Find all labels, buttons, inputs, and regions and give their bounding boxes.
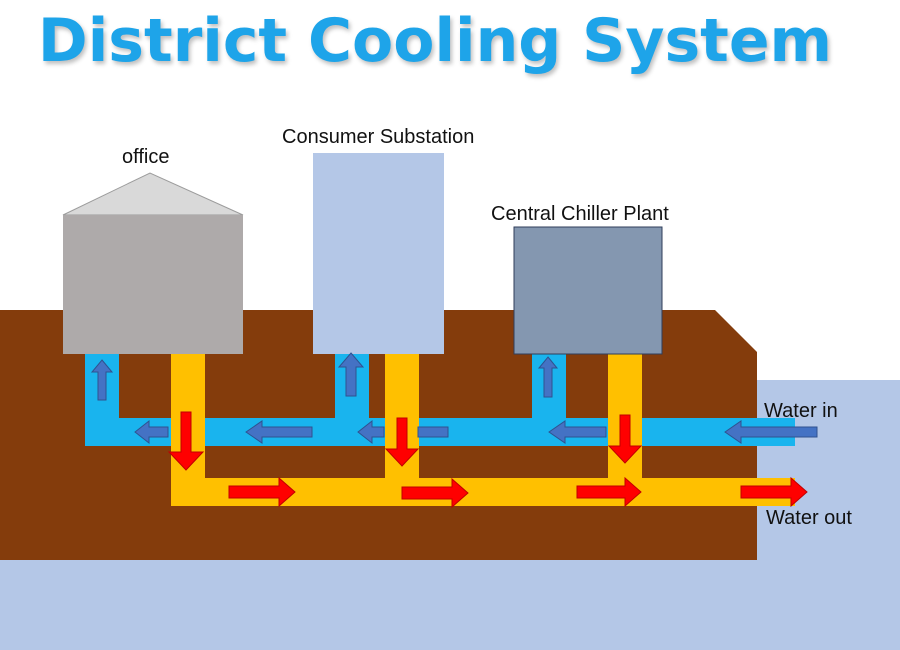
office-label: office: [122, 146, 170, 168]
central-chiller-plant-building: [513, 226, 663, 355]
consumer-substation-building: [313, 153, 444, 354]
office-building: [63, 215, 243, 354]
water-in-label: Water in: [764, 400, 838, 422]
red-arrow-right-icon: [401, 477, 469, 509]
red-arrow-down-icon: [607, 414, 643, 464]
central-chiller-plant-label: Central Chiller Plant: [491, 203, 669, 225]
red-arrow-right-icon: [740, 476, 808, 508]
blue-arrow-up-icon: [537, 356, 559, 398]
red-arrow-down-icon: [384, 417, 420, 467]
diagram-title: District Cooling System: [37, 6, 833, 76]
blue-arrow-up-icon: [90, 359, 114, 401]
consumer-substation-label: Consumer Substation: [282, 126, 475, 148]
water-body-right: [755, 380, 900, 560]
blue-arrow-left-icon: [134, 419, 169, 445]
water-body-bottom: [0, 560, 900, 650]
red-arrow-right-icon: [228, 476, 296, 508]
blue-arrow-left-icon: [548, 420, 607, 444]
blue-arrow-left-icon: [245, 420, 313, 444]
blue-arrow-left-icon: [357, 419, 385, 445]
blue-arrow-up-icon: [337, 352, 365, 397]
blue-arrow-left-icon: [724, 420, 818, 444]
red-arrow-down-icon: [167, 411, 205, 471]
office-roof: [62, 172, 244, 216]
blue-arrow-left-icon: [417, 426, 449, 438]
red-arrow-right-icon: [576, 476, 642, 508]
water-out-label: Water out: [766, 507, 852, 529]
